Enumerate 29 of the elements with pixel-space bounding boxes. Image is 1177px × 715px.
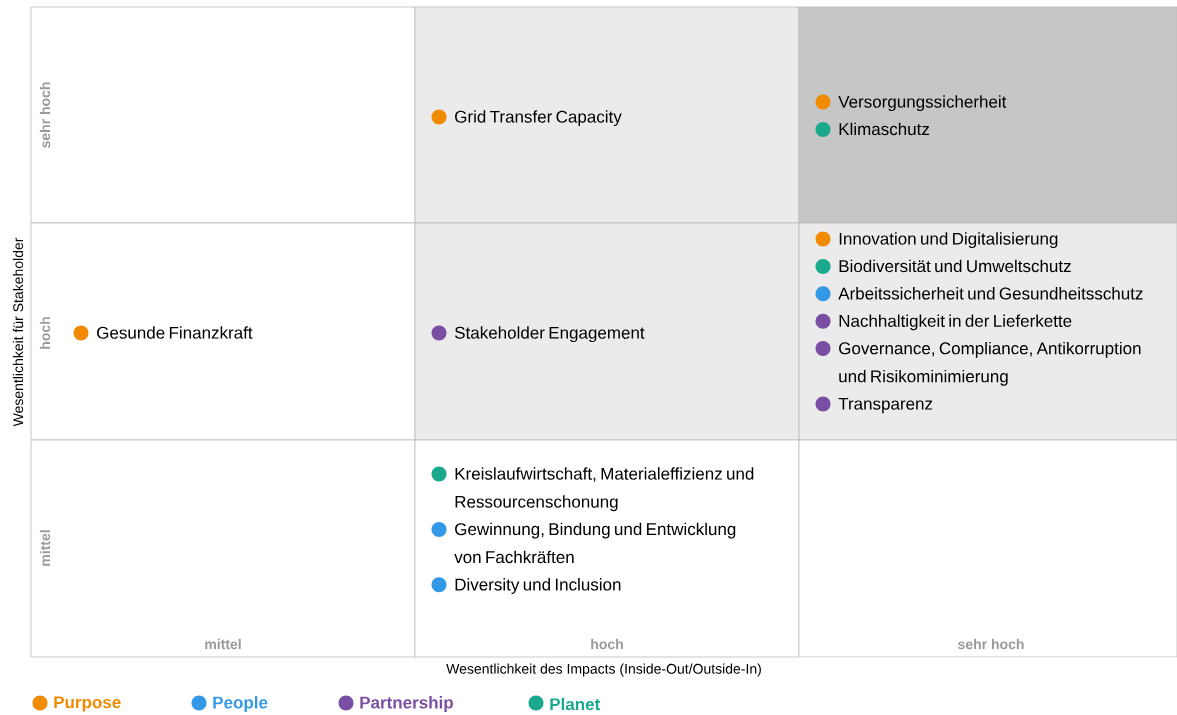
item-label: Innovation und Digitalisierung xyxy=(839,232,1058,249)
axis-title: Wesentlichkeit für Stakeholder xyxy=(12,237,24,427)
axis-title: Wesentlichkeit des Impacts (Inside-Out/Outside-In) xyxy=(446,663,761,677)
matrix-cell xyxy=(798,439,1177,658)
item-label: Governance, Compliance, Antikorruption und Risikominimierung xyxy=(839,341,1141,386)
item-label: Stakeholder Engagement xyxy=(455,326,645,343)
item-label: Klimaschutz xyxy=(839,122,929,136)
matrix-cell xyxy=(30,439,416,658)
item-label: Grid Transfer Capacity xyxy=(455,110,622,127)
legend-label: Partnership xyxy=(360,696,453,712)
item-label: Transparenz xyxy=(838,397,933,414)
item-label: Biodiversität und Umweltschutz xyxy=(839,259,1071,273)
tick-label: hoch xyxy=(39,317,51,349)
matrix-cell xyxy=(30,6,416,224)
item-label: Kreislaufwirtschaft, Materialeffizienz und Ressourcenschonung xyxy=(455,467,754,512)
item-label: Nachhaltigkeit in der Lieferkette xyxy=(839,314,1072,331)
item-label: Gesunde Finanzkraft xyxy=(97,326,253,339)
legend-label: Planet xyxy=(550,697,600,711)
item-label: Versorgungssicherheit xyxy=(838,95,1007,112)
legend-label: People xyxy=(213,696,268,712)
item-label: Diversity und Inclusion xyxy=(455,578,621,594)
legend-label: Purpose xyxy=(54,696,121,712)
tick-label: sehr hoch xyxy=(39,82,51,148)
tick-label: mittel xyxy=(39,530,51,566)
item-label: Gewinnung, Bindung und Entwicklung von Fachkräften xyxy=(454,522,736,564)
tick-label: sehr hoch xyxy=(958,638,1024,650)
tick-label: mittel xyxy=(205,638,241,650)
tick-label: hoch xyxy=(591,638,623,650)
item-label: Arbeitssicherheit und Gesundheitsschutz xyxy=(838,287,1143,300)
